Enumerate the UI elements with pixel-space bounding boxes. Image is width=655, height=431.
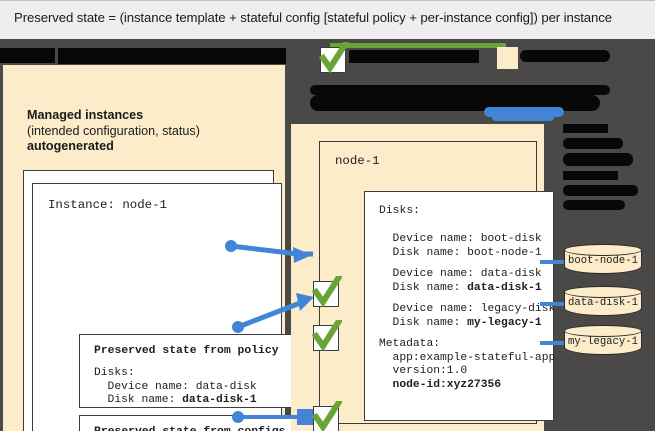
instance-label: Instance: node-1 [48, 198, 167, 212]
legacy-disk-name: my-legacy-1 [467, 316, 542, 329]
redacted-bar [563, 185, 638, 196]
boot-disk-disk-line: Disk name: boot-node-1 [379, 246, 542, 259]
checkmark-icon-metadata [312, 401, 342, 431]
cream-chip-decoration [497, 47, 518, 69]
disk-cylinder-boot: boot-node-1 [564, 244, 642, 276]
connector-arrows [225, 240, 314, 425]
node-label: node-1 [335, 154, 380, 168]
node-disks-label: Disks: [379, 205, 421, 217]
connector-arrowhead [296, 293, 314, 311]
node-card: node-1 Disks: Device name: boot-disk Dis… [319, 141, 555, 424]
data-disk-device-line: Device name: data-disk [379, 268, 542, 280]
redacted-bar [563, 200, 625, 210]
connector-arrowhead [297, 409, 313, 425]
data-disk-disk-line-prefix: Disk name: [379, 281, 468, 294]
legacy-disk-device-line: Device name: legacy-disk [379, 303, 556, 315]
disk-label: my-legacy-1 [568, 336, 638, 348]
cylinder-top [564, 325, 642, 337]
checkmark-icon [319, 42, 349, 74]
disk-connector-line [540, 341, 566, 345]
policy-device-line: Device name: data-disk [94, 380, 257, 393]
actual-instance-panel: node-1 Disks: Device name: boot-disk Dis… [291, 124, 555, 431]
node-metadata-version: version:1.0 [379, 365, 468, 378]
preserved-state-policy-box: Preserved state from policy Disks: Devic… [79, 334, 299, 408]
title-line-1: Managed instances [27, 108, 144, 122]
managed-instances-title: Managed instances (intended configuratio… [27, 108, 277, 155]
boot-disk-device-line: Device name: boot-disk [379, 233, 542, 245]
data-disk-name: data-disk-1 [467, 281, 542, 294]
disk-cylinder-data: data-disk-1 [564, 286, 642, 318]
connector-line [230, 243, 299, 257]
redacted-bar [563, 124, 608, 133]
node-metadata-entry: Metadata: app:example-stateful-app versi… [379, 338, 555, 392]
boot-disk-entry: Device name: boot-disk Disk name: boot-n… [379, 233, 542, 260]
title-line-3: autogenerated [27, 139, 114, 153]
redacted-bar [563, 138, 623, 149]
configs-box-header: Preserved state from configs [94, 426, 285, 431]
policy-box-header: Preserved state from policy [94, 345, 279, 357]
cylinder-top [564, 244, 642, 256]
checkmark-icon-legacy-disk [312, 320, 342, 352]
node-disks-box: Disks: Device name: boot-disk Disk name:… [364, 191, 556, 421]
instance-card: Instance: node-1 Preserved state from po… [32, 183, 299, 431]
policy-box-body: Disks: Device name: data-disk Disk name:… [94, 367, 257, 408]
blue-scribble-decoration [484, 107, 564, 117]
blue-scribble-decoration [492, 114, 554, 121]
policy-disks-label: Disks: [94, 367, 135, 379]
legacy-disk-disk-line-prefix: Disk name: [379, 316, 468, 329]
redacted-bar [310, 85, 610, 95]
node-metadata-app: app:example-stateful-app [379, 351, 556, 364]
node-metadata-label: Metadata: [379, 338, 441, 350]
redacted-bar [0, 48, 55, 63]
redacted-bar [58, 48, 286, 64]
disk-label: boot-node-1 [568, 255, 638, 267]
redacted-bar [563, 171, 618, 180]
green-rule-decoration [330, 43, 506, 48]
redacted-bar [349, 50, 479, 63]
policy-disk-line-prefix: Disk name: [94, 394, 183, 407]
disk-cylinder-legacy: my-legacy-1 [564, 325, 642, 357]
disk-connector-line [540, 260, 566, 264]
disk-label: data-disk-1 [568, 297, 638, 309]
connector-arrowhead [293, 247, 312, 263]
redacted-bar [520, 50, 610, 62]
cylinder-top [564, 286, 642, 298]
disk-connector-line [540, 302, 566, 306]
page-title: Preserved state = (instance template + s… [14, 10, 612, 25]
title-line-2: (intended configuration, status) [27, 123, 200, 138]
caption-bar: Preserved state = (instance template + s… [0, 0, 655, 39]
node-metadata-node-id: node-id:xyz27356 [379, 378, 502, 391]
checkmark-icon-data-disk [312, 276, 342, 308]
data-disk-entry: Device name: data-disk Disk name: data-d… [379, 268, 542, 295]
redacted-bar [563, 153, 633, 166]
connector-line [237, 300, 301, 330]
legacy-disk-entry: Device name: legacy-disk Disk name: my-l… [379, 303, 556, 330]
managed-instances-panel: Managed instances (intended configuratio… [3, 65, 299, 431]
policy-disk-name: data-disk-1 [182, 394, 257, 407]
diagram-canvas: Managed instances (intended configuratio… [0, 39, 655, 431]
